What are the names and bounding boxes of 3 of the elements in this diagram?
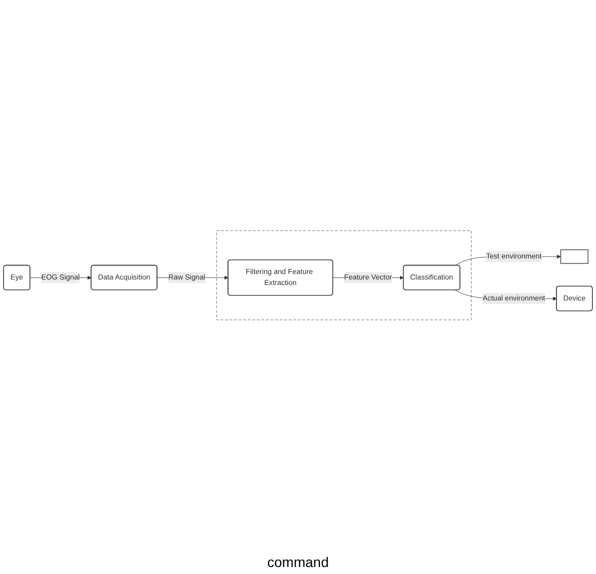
cluster bbox=[216, 230, 472, 320]
node-box bbox=[560, 249, 588, 264]
arrow-label: command bbox=[267, 554, 329, 570]
